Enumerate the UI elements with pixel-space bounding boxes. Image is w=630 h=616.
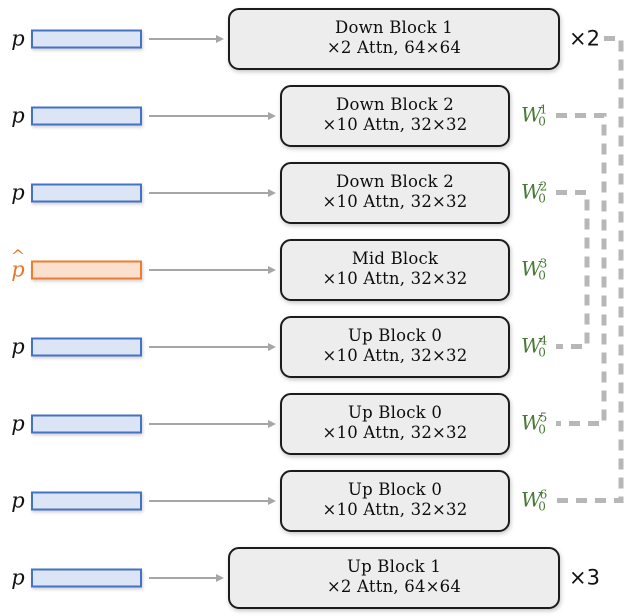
weight-superscript: 4 bbox=[539, 333, 548, 348]
weight-label: W50 bbox=[521, 411, 547, 436]
block-name: Up Block 0 bbox=[347, 403, 443, 423]
unet-block: Up Block 0×10 Attn, 32×32 bbox=[280, 392, 510, 455]
block-detail: ×2 Attn, 64×64 bbox=[326, 577, 462, 597]
side-label-base: W bbox=[521, 409, 542, 434]
weight-subscript: 0 bbox=[538, 191, 546, 206]
unet-block: Mid Block×10 Attn, 32×32 bbox=[280, 238, 510, 301]
block-name: Down Block 2 bbox=[336, 172, 454, 192]
flow-arrow-icon bbox=[149, 111, 276, 121]
embedding-bar bbox=[31, 491, 142, 510]
side-label-base: W bbox=[521, 486, 542, 511]
prompt-symbol: p bbox=[11, 488, 25, 512]
diagram-row: p Up Block 0×10 Attn, 32×32 W50 bbox=[0, 385, 630, 462]
weight-superscript: 1 bbox=[539, 102, 548, 117]
prompt-symbol: p bbox=[11, 565, 25, 589]
side-label-base: ×2 bbox=[569, 26, 600, 50]
block-detail: ×10 Attn, 32×32 bbox=[322, 269, 468, 289]
weight-superscript: 5 bbox=[539, 410, 548, 425]
block-name: Down Block 1 bbox=[335, 18, 453, 38]
flow-arrow-icon bbox=[149, 496, 276, 506]
block-name: Down Block 2 bbox=[336, 95, 454, 115]
unet-block: Up Block 1×2 Attn, 64×64 bbox=[228, 546, 560, 609]
weight-label: W20 bbox=[521, 180, 547, 205]
embedding-bar bbox=[31, 106, 142, 125]
flow-arrow-icon bbox=[149, 265, 276, 275]
side-label-base: W bbox=[521, 255, 542, 280]
prompt-label: p bbox=[5, 182, 31, 203]
prompt-symbol: p bbox=[11, 334, 25, 358]
prompt-symbol: p bbox=[11, 411, 25, 435]
embedding-bar bbox=[31, 414, 142, 433]
weight-subscript: 0 bbox=[538, 268, 546, 283]
prompt-label: p bbox=[5, 413, 31, 434]
prompt-symbol: p bbox=[11, 26, 25, 50]
weight-label: W30 bbox=[521, 257, 547, 282]
prompt-label: p bbox=[5, 105, 31, 126]
weight-label: W10 bbox=[521, 103, 547, 128]
prompt-symbol: p bbox=[11, 257, 25, 281]
flow-arrow-icon bbox=[149, 419, 276, 429]
weight-label: W40 bbox=[521, 334, 547, 359]
prompt-symbol: p bbox=[11, 103, 25, 127]
weight-superscript: 6 bbox=[539, 487, 548, 502]
block-name: Up Block 0 bbox=[347, 326, 443, 346]
embedding-bar bbox=[31, 568, 142, 587]
weight-superscript: 2 bbox=[539, 179, 548, 194]
diagram-row: p Down Block 2×10 Attn, 32×32 W10 bbox=[0, 77, 630, 154]
prompt-label: p bbox=[5, 28, 31, 49]
side-label-base: W bbox=[521, 101, 542, 126]
flow-arrow-icon bbox=[149, 188, 276, 198]
side-label-base: W bbox=[521, 178, 542, 203]
flow-arrow-icon bbox=[149, 34, 224, 44]
unet-block: Up Block 0×10 Attn, 32×32 bbox=[280, 315, 510, 378]
prompt-label-hat: ^p bbox=[5, 248, 31, 281]
block-detail: ×2 Attn, 64×64 bbox=[326, 38, 462, 58]
prompt-label: p bbox=[5, 567, 31, 588]
weight-subscript: 0 bbox=[538, 499, 546, 514]
embedding-bar bbox=[31, 183, 142, 202]
block-name: Up Block 0 bbox=[347, 480, 443, 500]
weight-subscript: 0 bbox=[538, 345, 546, 360]
hat-accent-icon: ^ bbox=[10, 246, 26, 266]
diagram-row: p Up Block 1×2 Attn, 64×64 ×3 bbox=[0, 539, 630, 616]
embedding-bar-accent bbox=[31, 260, 142, 279]
weight-label: W60 bbox=[521, 488, 547, 513]
block-detail: ×10 Attn, 32×32 bbox=[322, 423, 468, 443]
diagram-row: p Down Block 2×10 Attn, 32×32 W20 bbox=[0, 154, 630, 231]
diagram-row: p Down Block 1×2 Attn, 64×64 ×2 bbox=[0, 0, 630, 77]
block-detail: ×10 Attn, 32×32 bbox=[322, 192, 468, 212]
side-label-base: ×3 bbox=[569, 565, 600, 589]
embedding-bar bbox=[31, 29, 142, 48]
block-name: Up Block 1 bbox=[346, 557, 442, 577]
prompt-symbol: p bbox=[11, 180, 25, 204]
unet-block: Down Block 2×10 Attn, 32×32 bbox=[280, 161, 510, 224]
diagram-row: p Up Block 0×10 Attn, 32×32 W60 bbox=[0, 462, 630, 539]
prompt-label: p bbox=[5, 490, 31, 511]
block-detail: ×10 Attn, 32×32 bbox=[322, 500, 468, 520]
unet-block: Down Block 1×2 Attn, 64×64 bbox=[228, 7, 560, 70]
repeat-count-label: ×2 bbox=[569, 28, 600, 49]
embedding-bar bbox=[31, 337, 142, 356]
flow-arrow-icon bbox=[149, 573, 224, 583]
unet-block: Down Block 2×10 Attn, 32×32 bbox=[280, 84, 510, 147]
weight-subscript: 0 bbox=[538, 114, 546, 129]
block-name: Mid Block bbox=[351, 249, 439, 269]
diagram-row: p Up Block 0×10 Attn, 32×32 W40 bbox=[0, 308, 630, 385]
side-label-base: W bbox=[521, 332, 542, 357]
diagram-row: ^p Mid Block×10 Attn, 32×32 W30 bbox=[0, 231, 630, 308]
flow-arrow-icon bbox=[149, 342, 276, 352]
prompt-label: p bbox=[5, 336, 31, 357]
weight-superscript: 3 bbox=[539, 256, 548, 271]
unet-block: Up Block 0×10 Attn, 32×32 bbox=[280, 469, 510, 532]
weight-subscript: 0 bbox=[538, 422, 546, 437]
repeat-count-label: ×3 bbox=[569, 567, 600, 588]
block-detail: ×10 Attn, 32×32 bbox=[322, 115, 468, 135]
block-detail: ×10 Attn, 32×32 bbox=[322, 346, 468, 366]
